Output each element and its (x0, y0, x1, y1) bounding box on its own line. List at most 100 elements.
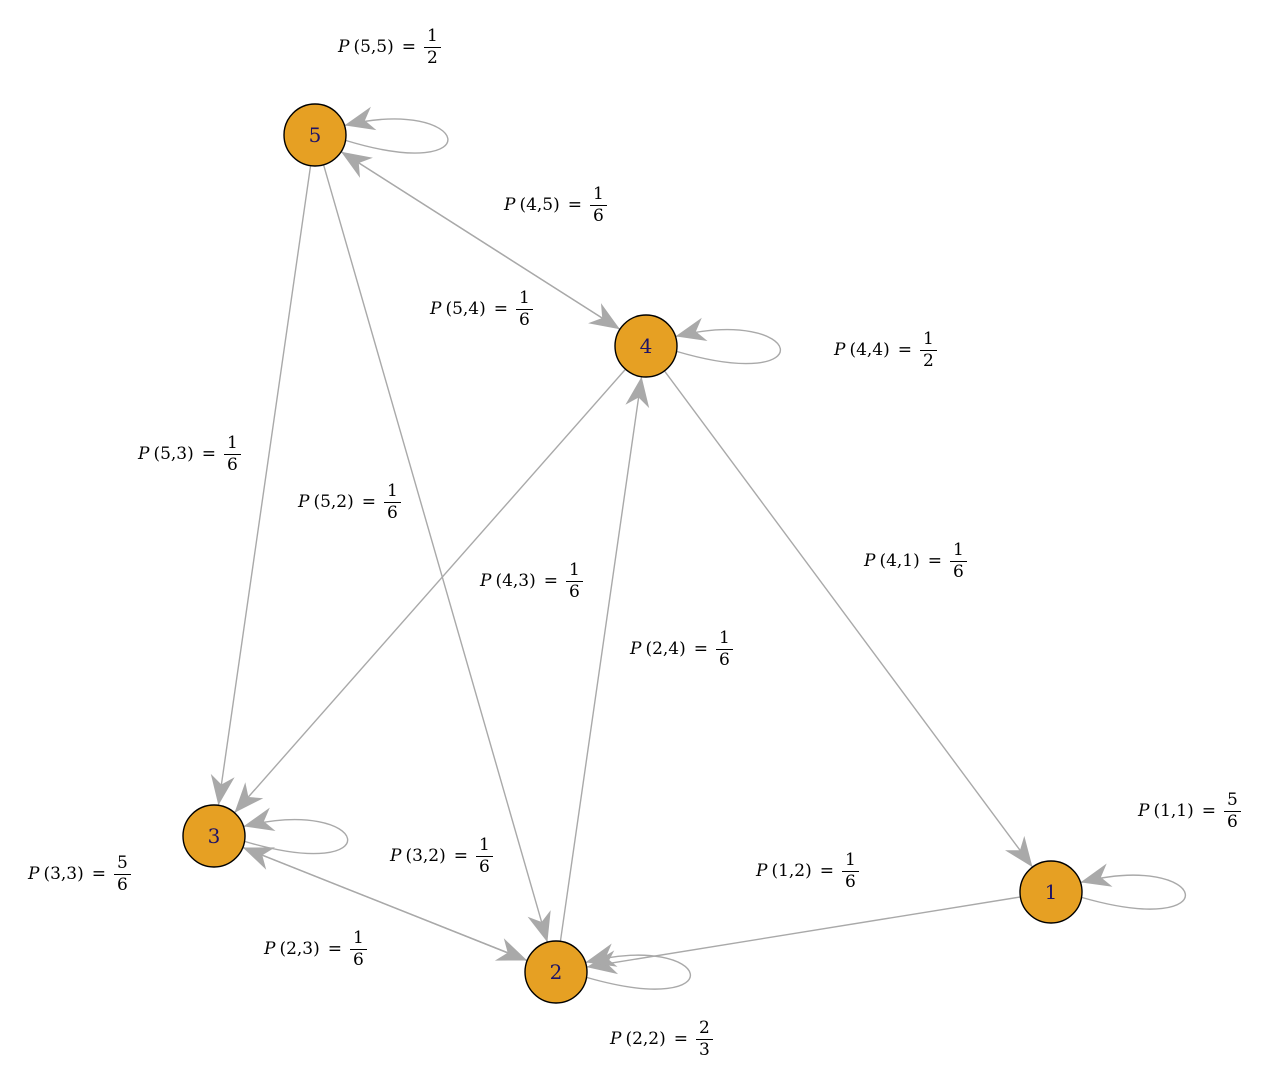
fraction-denominator: 2 (427, 48, 438, 68)
node-circle-3 (182, 804, 246, 868)
prob-args: (4,1) (879, 551, 920, 571)
fraction-numerator: 1 (842, 852, 859, 872)
equals-sign: = (453, 846, 469, 866)
node-circle-5 (283, 103, 347, 167)
arrowhead-e52 (527, 910, 551, 943)
fraction-denominator: 6 (593, 206, 604, 226)
fraction-numerator: 1 (920, 331, 937, 351)
prob-args: (1,2) (771, 861, 812, 881)
prob-function: P (28, 864, 40, 884)
prob-args: (5,2) (313, 492, 354, 512)
fraction-numerator: 2 (696, 1020, 713, 1040)
fraction-denominator: 6 (117, 875, 128, 895)
arrowhead-e32 (494, 938, 528, 961)
equals-sign: = (927, 551, 943, 571)
fraction-denominator: 6 (519, 310, 530, 330)
node-4: 4 (614, 314, 678, 378)
prob-function: P (504, 195, 516, 215)
self-loop-e55 (344, 118, 449, 154)
prob-function: P (390, 846, 402, 866)
prob-args: (5,3) (153, 444, 194, 464)
prob-args: (5,5) (353, 37, 394, 57)
fraction-numerator: 5 (114, 855, 131, 875)
node-5: 5 (283, 103, 347, 167)
prob-function: P (630, 639, 642, 659)
equals-sign: = (401, 37, 417, 57)
equals-sign: = (1201, 801, 1217, 821)
prob-function: P (338, 37, 350, 57)
fraction-denominator: 2 (923, 351, 934, 371)
node-circle-4 (614, 314, 678, 378)
node-circle-2 (524, 940, 588, 1004)
fraction-denominator: 6 (845, 872, 856, 892)
equals-sign: = (201, 444, 217, 464)
self-loop-e44 (675, 328, 781, 365)
fraction-numerator: 1 (716, 630, 733, 650)
prob-function: P (610, 1029, 622, 1049)
prob-function: P (138, 444, 150, 464)
arrowhead-e11 (1080, 863, 1113, 887)
self-loop-e33 (243, 818, 349, 855)
equals-sign: = (493, 299, 509, 319)
node-label-5: 5 (309, 123, 322, 147)
arrowhead-e23 (242, 847, 276, 870)
fraction-denominator: 6 (1227, 812, 1238, 832)
arrowhead-e24 (625, 376, 650, 409)
equals-sign: = (673, 1029, 689, 1049)
prob-function: P (756, 861, 768, 881)
fraction-numerator: 1 (476, 837, 493, 857)
fraction-denominator: 6 (719, 650, 730, 670)
fraction-numerator: 1 (350, 930, 367, 950)
fraction-denominator: 6 (479, 857, 490, 877)
arrowhead-e44 (675, 317, 708, 341)
prob-args: (3,3) (43, 864, 84, 884)
node-label-3: 3 (208, 824, 221, 848)
fraction-numerator: 1 (424, 28, 441, 48)
node-label-1: 1 (1045, 880, 1058, 904)
equals-sign: = (567, 195, 583, 215)
fraction-numerator: 5 (1224, 792, 1241, 812)
fraction-denominator: 6 (353, 950, 364, 970)
prob-function: P (430, 299, 442, 319)
equals-sign: = (693, 639, 709, 659)
edge-e41 (663, 370, 1034, 868)
node-circle-1 (1019, 860, 1083, 924)
prob-args: (1,1) (1153, 801, 1194, 821)
prob-args: (4,3) (495, 571, 536, 591)
arrowhead-e41 (1005, 835, 1033, 868)
self-loop-e11 (1080, 874, 1186, 910)
node-1: 1 (1019, 860, 1083, 924)
node-3: 3 (182, 804, 246, 868)
self-loop-e22 (585, 954, 691, 990)
arrowhead-e54 (588, 303, 620, 330)
fraction-numerator: 1 (950, 542, 967, 562)
prob-args: (2,2) (625, 1029, 666, 1049)
equals-sign: = (327, 939, 343, 959)
node-2: 2 (524, 940, 588, 1004)
node-label-4: 4 (640, 334, 653, 358)
prob-args: (4,5) (519, 195, 560, 215)
equals-sign: = (361, 492, 377, 512)
prob-function: P (834, 340, 846, 360)
edge-e53 (217, 165, 312, 806)
